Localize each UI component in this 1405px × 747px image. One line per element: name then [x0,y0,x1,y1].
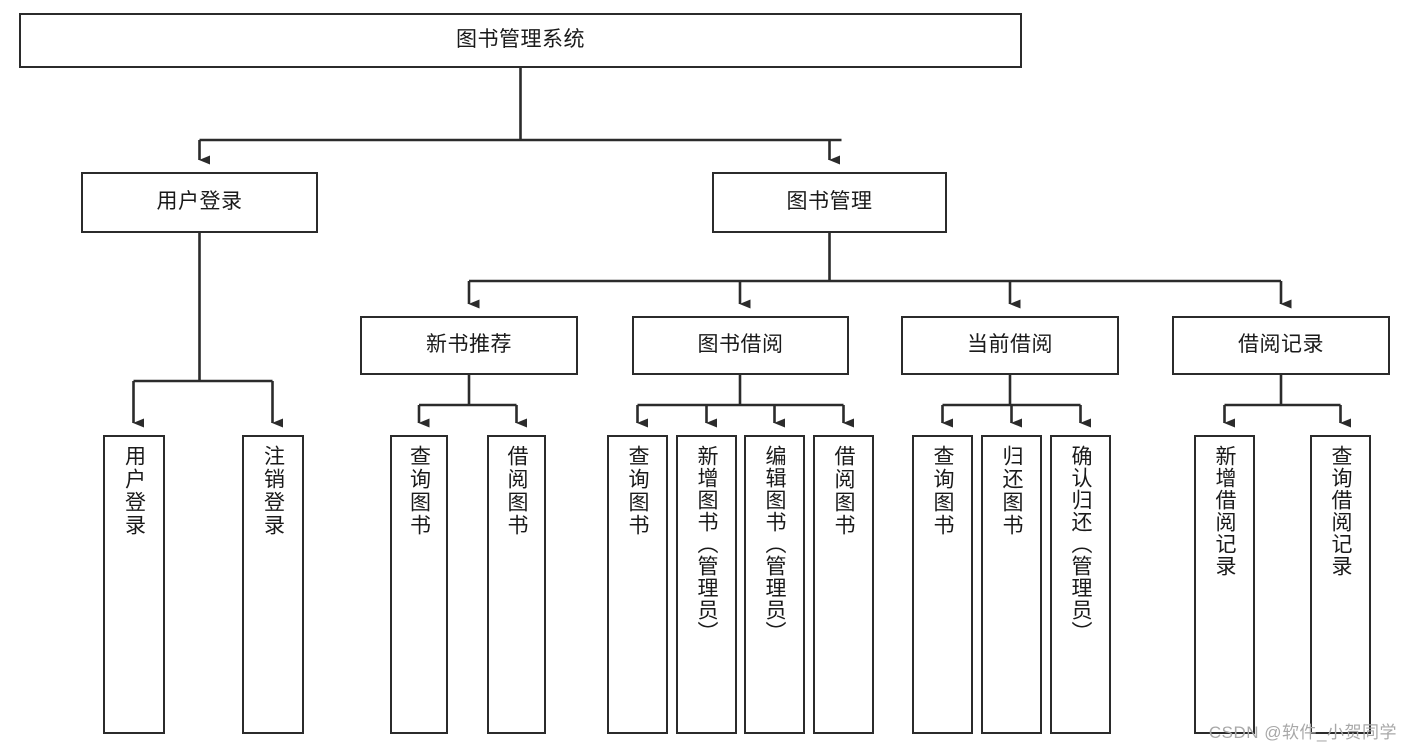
node-label: 查询图书 [407,445,431,537]
node-label: 查询借阅记录 [1329,445,1352,577]
edges-current-borrow-to-leaves [941,375,1091,428]
watermark-text: CSDN @软件_小贺同学 [1208,723,1397,742]
node-leaf-add-record[interactable]: 新增借阅记录 [1194,435,1255,734]
node-label: 确认归还（管理员） [1069,445,1092,643]
node-label: 借阅图书 [505,445,528,537]
node-borrow-record[interactable]: 借阅记录 [1172,316,1390,375]
node-label: 图书借阅 [697,333,784,357]
node-leaf-borrow-book-1[interactable]: 借阅图书 [487,435,546,734]
edges-book-borrow-to-leaves [636,375,854,428]
node-label: 查询图书 [931,445,954,537]
node-label: 用户登录 [122,445,146,537]
edges-new-book-recommend-to-leaves [417,375,527,428]
edges-book-management-to-level3 [467,233,1292,309]
node-leaf-edit-book[interactable]: 编辑图书（管理员） [744,435,805,734]
node-label: 当前借阅 [967,333,1053,357]
node-label: 图书管理系统 [456,28,585,52]
node-leaf-query-book-3[interactable]: 查询图书 [912,435,973,734]
node-leaf-return-book[interactable]: 归还图书 [981,435,1042,734]
node-label: 新书推荐 [426,333,512,357]
node-label: 编辑图书（管理员） [763,445,786,643]
node-leaf-user-login[interactable]: 用户登录 [103,435,165,734]
node-label: 查询图书 [626,445,649,537]
node-leaf-confirm-return[interactable]: 确认归还（管理员） [1050,435,1111,734]
node-label: 用户登录 [156,190,243,214]
node-leaf-query-book-2[interactable]: 查询图书 [607,435,668,734]
node-leaf-query-record[interactable]: 查询借阅记录 [1310,435,1371,734]
node-leaf-add-book[interactable]: 新增图书（管理员） [676,435,737,734]
node-label: 新增借阅记录 [1213,445,1236,577]
node-book-borrow[interactable]: 图书借阅 [632,316,849,375]
node-label: 归还图书 [1000,445,1023,537]
edges-user-login-to-leaves [132,233,283,428]
node-book-management[interactable]: 图书管理 [712,172,947,233]
node-label: 图书管理 [786,190,873,214]
node-user-login[interactable]: 用户登录 [81,172,318,233]
node-new-book-recommend[interactable]: 新书推荐 [360,316,578,375]
node-label: 注销登录 [261,445,285,537]
node-leaf-query-book-1[interactable]: 查询图书 [390,435,448,734]
edges-borrow-record-to-leaves [1223,375,1351,428]
node-label: 借阅图书 [832,445,855,537]
node-current-borrow[interactable]: 当前借阅 [901,316,1119,375]
node-leaf-borrow-book-2[interactable]: 借阅图书 [813,435,874,734]
edges-root-to-level2 [198,68,842,165]
node-leaf-user-logout[interactable]: 注销登录 [242,435,304,734]
node-root-system[interactable]: 图书管理系统 [19,13,1022,68]
node-label: 新增图书（管理员） [695,445,718,643]
node-label: 借阅记录 [1238,333,1324,357]
